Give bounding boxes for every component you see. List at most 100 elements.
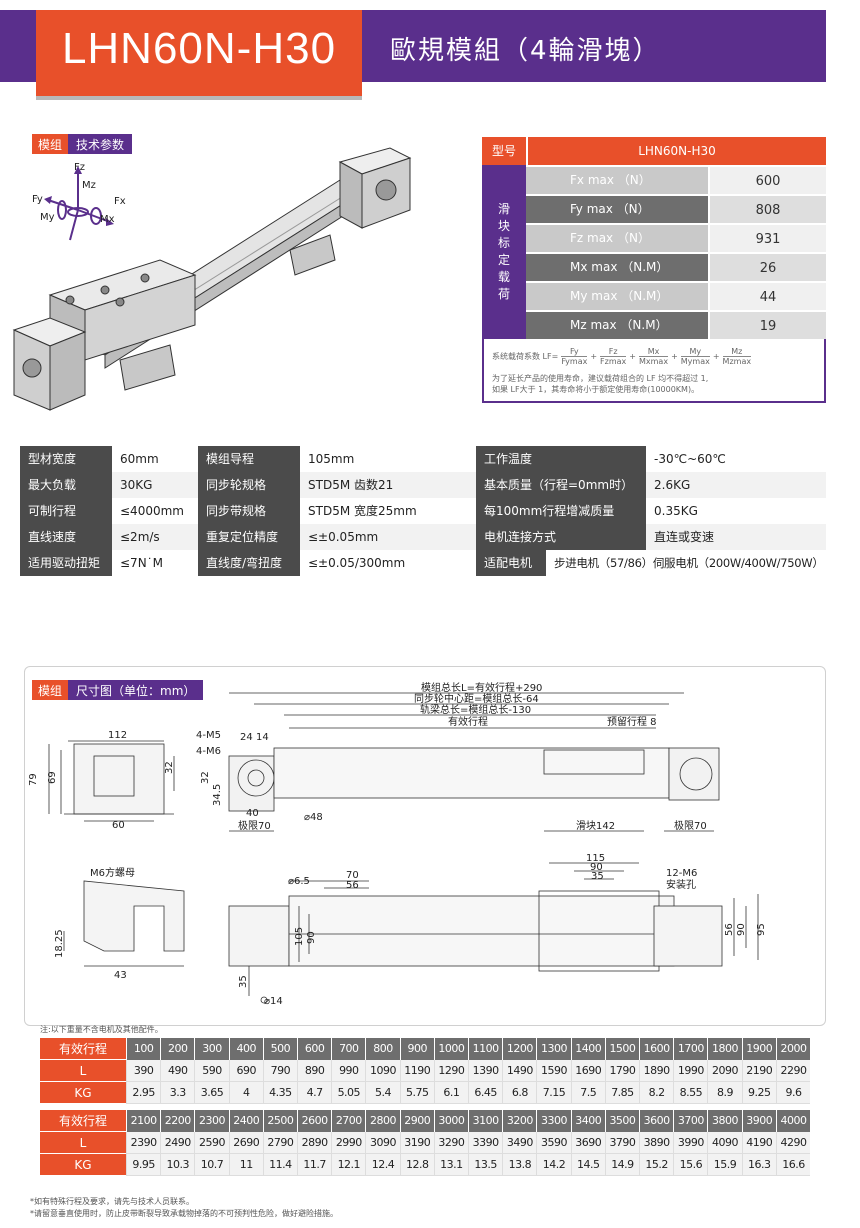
L-cell: 1890 xyxy=(639,1060,674,1082)
KG-cell: 5.4 xyxy=(365,1082,400,1104)
L-cell: 1390 xyxy=(468,1060,503,1082)
tag-part1: 模组 xyxy=(32,134,69,154)
model-description: 歐規模組（4輪滑塊） xyxy=(390,36,661,66)
axis-mx: Mx xyxy=(100,214,115,225)
load-row: Mz max （N.M）19 xyxy=(526,310,826,339)
stroke-cell: 3800 xyxy=(707,1110,742,1132)
KG-cell: 14.5 xyxy=(570,1154,605,1176)
nut-label: M6方螺母 xyxy=(90,866,135,879)
dim-4m6: 4-M6 xyxy=(196,746,221,757)
side-char: 荷 xyxy=(497,287,510,301)
spec-table: 型材宽度 60mm 模组导程 105mm 工作温度 -30℃~60℃ 最大负载 … xyxy=(20,446,826,576)
dim-35: 35 xyxy=(238,975,249,988)
L-cell: 2790 xyxy=(262,1132,298,1154)
KG-cell: 3.3 xyxy=(160,1082,195,1104)
stroke-cell: 3500 xyxy=(604,1110,640,1132)
dim-115: 115 xyxy=(586,853,605,864)
L-cell: 3390 xyxy=(468,1132,503,1154)
KG-cell: 10.7 xyxy=(194,1154,229,1176)
side-char: 标 xyxy=(497,236,510,250)
KG-cell: 4.35 xyxy=(262,1082,298,1104)
load-table-header: 型号 LHN60N-H30 xyxy=(482,137,826,165)
spec-value: ≤±0.05/300mm xyxy=(300,550,476,576)
KG-label: KG xyxy=(40,1082,126,1104)
formula-den: Mymax xyxy=(680,355,710,366)
stroke-cell: 200 xyxy=(160,1038,195,1060)
spec-label: 每100mm行程增减质量 xyxy=(476,498,646,524)
L-cell: 990 xyxy=(331,1060,366,1082)
L-cell: 4290 xyxy=(775,1132,811,1154)
stroke-cell: 3100 xyxy=(468,1110,503,1132)
load-row: My max （N.M）44 xyxy=(526,281,826,310)
load-label: My max （N.M） xyxy=(526,283,708,310)
formula-num: Fz xyxy=(608,346,618,356)
footnote-2: *请留意垂直使用时，防止皮带断裂导致承载物掉落的不可预判性危险，做好避险措施。 xyxy=(30,1209,338,1218)
stroke-cell: 1100 xyxy=(468,1038,503,1060)
L-cell: 3690 xyxy=(570,1132,605,1154)
dim-35b: 35 xyxy=(591,871,604,882)
KG-cell: 15.2 xyxy=(639,1154,674,1176)
spec-label: 直线速度 xyxy=(20,524,112,550)
stroke-cell: 600 xyxy=(297,1038,332,1060)
L-cell: 3790 xyxy=(604,1132,640,1154)
spec-value: 0.35KG xyxy=(646,498,826,524)
formula-num: Mz xyxy=(731,346,743,356)
KG-cell: 3.65 xyxy=(194,1082,229,1104)
dim-79: 79 xyxy=(28,773,39,786)
KG-cell: 13.8 xyxy=(502,1154,537,1176)
dim-40: 40 xyxy=(246,808,259,819)
L-cell: 2990 xyxy=(331,1132,366,1154)
dim-12-m6: 12-M6 xyxy=(666,868,697,879)
stroke-cell: 800 xyxy=(365,1038,400,1060)
spec-value: ≤±0.05mm xyxy=(300,524,476,550)
KG-cell: 15.6 xyxy=(673,1154,708,1176)
L-cell: 490 xyxy=(160,1060,195,1082)
spec-value: 步进电机（57/86）伺服电机（200W/400W/750W） xyxy=(546,550,826,576)
KG-cell: 7.5 xyxy=(570,1082,605,1104)
dim-90: 90 xyxy=(306,931,317,944)
KG-cell: 13.5 xyxy=(468,1154,503,1176)
spec-label: 型材宽度 xyxy=(20,446,112,472)
L-cell: 4190 xyxy=(741,1132,776,1154)
spec-row: 最大负载 30KG 同步轮规格 STD5M 齿数21 基本质量（行程=0mm时）… xyxy=(20,472,826,498)
dim-phi14: ⌀14 xyxy=(264,996,283,1007)
L-cell: 1190 xyxy=(399,1060,434,1082)
stroke-cell: 1800 xyxy=(707,1038,742,1060)
spec-row: 直线速度 ≤2m/s 重复定位精度 ≤±0.05mm 电机连接方式 直连或变速 xyxy=(20,524,826,550)
stroke-cell: 2400 xyxy=(228,1110,263,1132)
KG-cell: 2.95 xyxy=(126,1082,161,1104)
side-char: 块 xyxy=(497,219,510,233)
spec-value: 直连或变速 xyxy=(646,524,826,550)
L-cell: 1790 xyxy=(604,1060,640,1082)
spec-label: 同步轮规格 xyxy=(198,472,300,498)
stroke-cell: 3200 xyxy=(502,1110,537,1132)
load-value: 44 xyxy=(708,283,826,310)
dim-phi6-5: ⌀6.5 xyxy=(288,876,310,887)
spec-label: 适用驱动扭矩 xyxy=(20,550,112,576)
header-shadow xyxy=(36,96,362,100)
L-cell: 3890 xyxy=(639,1132,674,1154)
spec-value: 105mm xyxy=(300,446,476,472)
L-cell: 3990 xyxy=(673,1132,708,1154)
L-cell: 2690 xyxy=(228,1132,263,1154)
spec-value: 2.6KG xyxy=(646,472,826,498)
L-cell: 3290 xyxy=(433,1132,469,1154)
dim-pulley-center: 同步轮中心距=模组总长-64 xyxy=(414,692,539,705)
KG-cell: 16.6 xyxy=(775,1154,811,1176)
stroke-cell: 400 xyxy=(228,1038,263,1060)
stroke-cell: 1400 xyxy=(570,1038,605,1060)
KG-cell: 5.75 xyxy=(399,1082,434,1104)
formula-prefix: 系统载荷系数 LF= xyxy=(492,351,559,361)
axis-diagram: Fz Mz Fy Fx My Mx xyxy=(30,160,140,250)
load-row: Fx max （N）600 xyxy=(526,165,826,194)
L-cell: 2590 xyxy=(194,1132,229,1154)
side-char: 载 xyxy=(497,270,510,284)
axis-fx: Fx xyxy=(114,196,126,207)
stroke-cell: 3700 xyxy=(673,1110,708,1132)
KG-cell: 10.3 xyxy=(160,1154,195,1176)
spec-value: ≤4000mm xyxy=(112,498,198,524)
dimension-tag: 模组 尺寸图（单位：mm） xyxy=(32,680,204,700)
